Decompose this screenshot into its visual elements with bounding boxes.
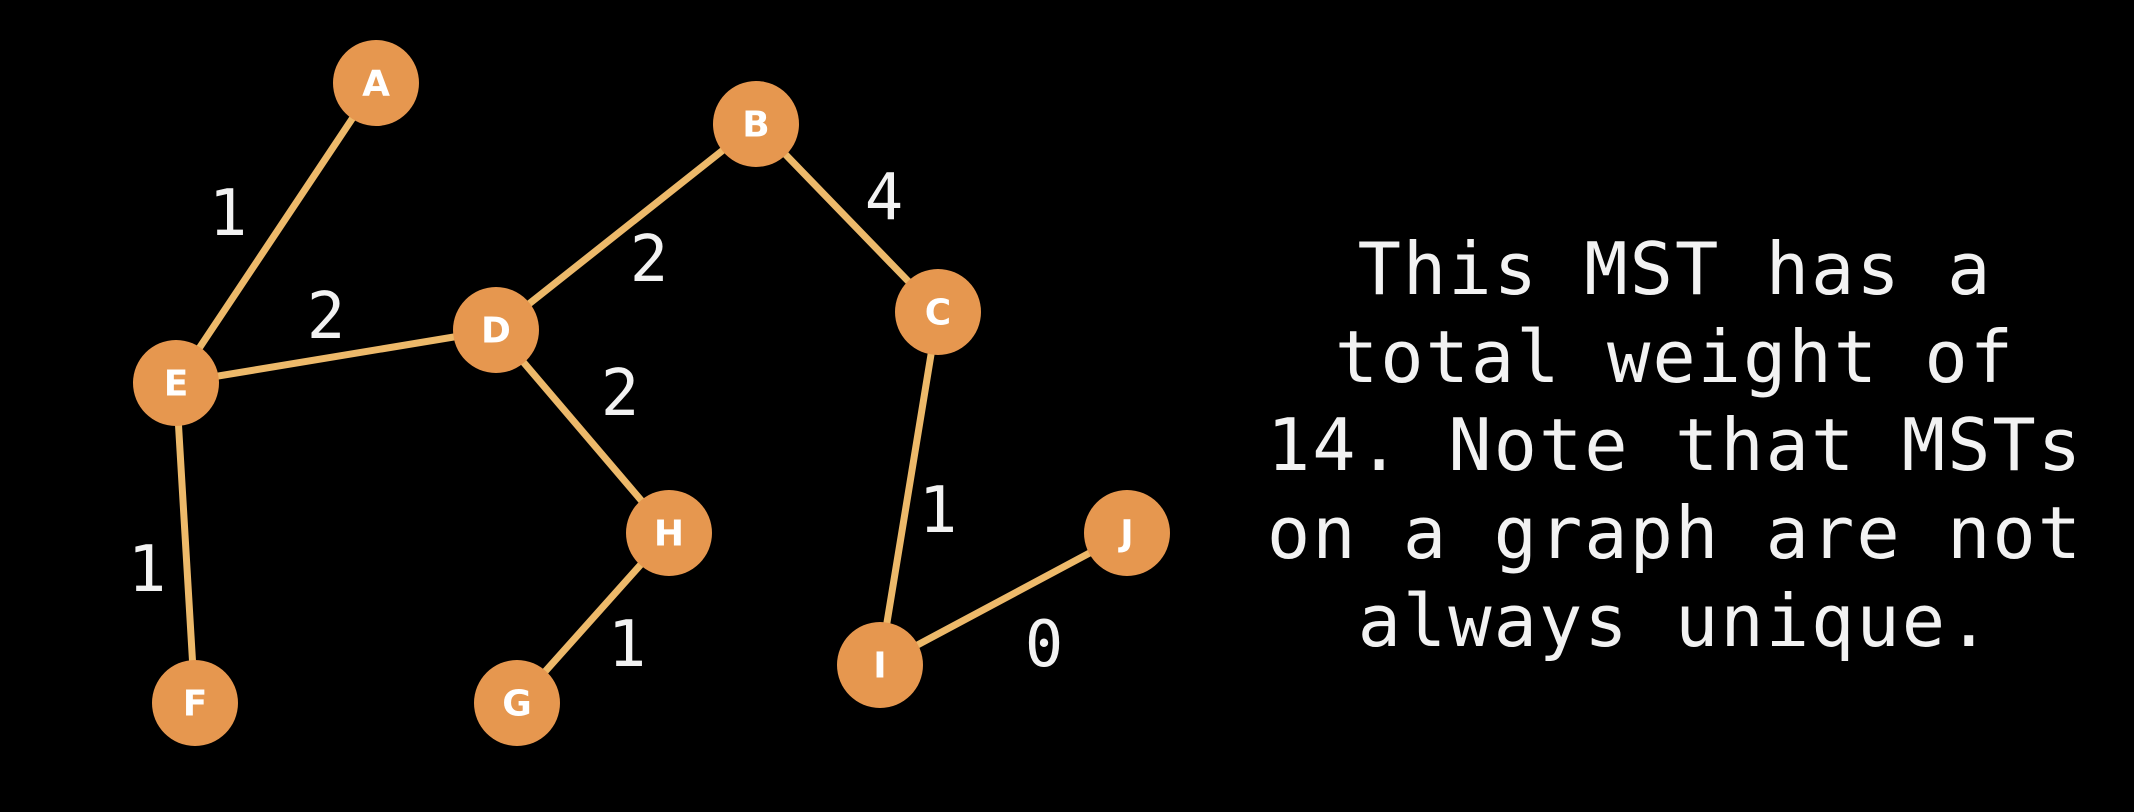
node-d: D <box>453 287 539 373</box>
edge-e-f <box>172 379 199 707</box>
node-label-j: J <box>1117 514 1133 555</box>
node-label-e: E <box>164 364 189 405</box>
node-b: B <box>713 81 799 167</box>
node-c: C <box>895 269 981 355</box>
edge-d-b <box>492 120 760 334</box>
edge-weight-e-d: 2 <box>307 280 346 354</box>
edge-weight-c-i: 1 <box>919 474 958 548</box>
node-circle-d <box>453 287 539 373</box>
nodes-layer: A B C D E F G H I J <box>133 40 1170 746</box>
node-circle-e <box>133 340 219 426</box>
edge-a-e <box>172 79 380 387</box>
node-label-f: F <box>183 684 208 725</box>
node-label-i: I <box>873 646 886 687</box>
edge-b-c <box>752 120 942 316</box>
edge-weight-b-c: 4 <box>865 161 904 235</box>
caption-text: This MST has a total weight of 14. Note … <box>1266 227 2084 663</box>
edge-weight-a-e: 1 <box>209 177 248 251</box>
node-i: I <box>837 622 923 708</box>
edge-weight-i-j: 0 <box>1025 608 1064 682</box>
node-circle-h <box>626 490 712 576</box>
node-circle-i <box>837 622 923 708</box>
edges-layer <box>172 79 1131 707</box>
node-circle-j <box>1084 490 1170 576</box>
node-e: E <box>133 340 219 426</box>
node-f: F <box>152 660 238 746</box>
node-label-b: B <box>742 105 769 146</box>
node-a: A <box>333 40 419 126</box>
edge-d-h <box>492 326 673 537</box>
edge-weight-d-b: 2 <box>630 223 669 297</box>
node-label-c: C <box>925 293 951 334</box>
node-circle-b <box>713 81 799 167</box>
node-circle-f <box>152 660 238 746</box>
edge-i-j <box>876 529 1131 669</box>
edge-weight-h-g: 1 <box>608 608 647 682</box>
node-circle-c <box>895 269 981 355</box>
node-h: H <box>626 490 712 576</box>
edge-c-i <box>876 308 942 669</box>
node-j: J <box>1084 490 1170 576</box>
node-g: G <box>474 660 560 746</box>
node-label-h: H <box>654 514 684 555</box>
node-circle-a <box>333 40 419 126</box>
node-circle-g <box>474 660 560 746</box>
edge-weight-e-f: 1 <box>128 533 167 607</box>
edge-e-d <box>172 326 500 387</box>
edge-weight-d-h: 2 <box>601 357 640 431</box>
node-label-d: D <box>481 311 511 352</box>
node-label-g: G <box>502 684 532 725</box>
node-label-a: A <box>362 64 390 105</box>
